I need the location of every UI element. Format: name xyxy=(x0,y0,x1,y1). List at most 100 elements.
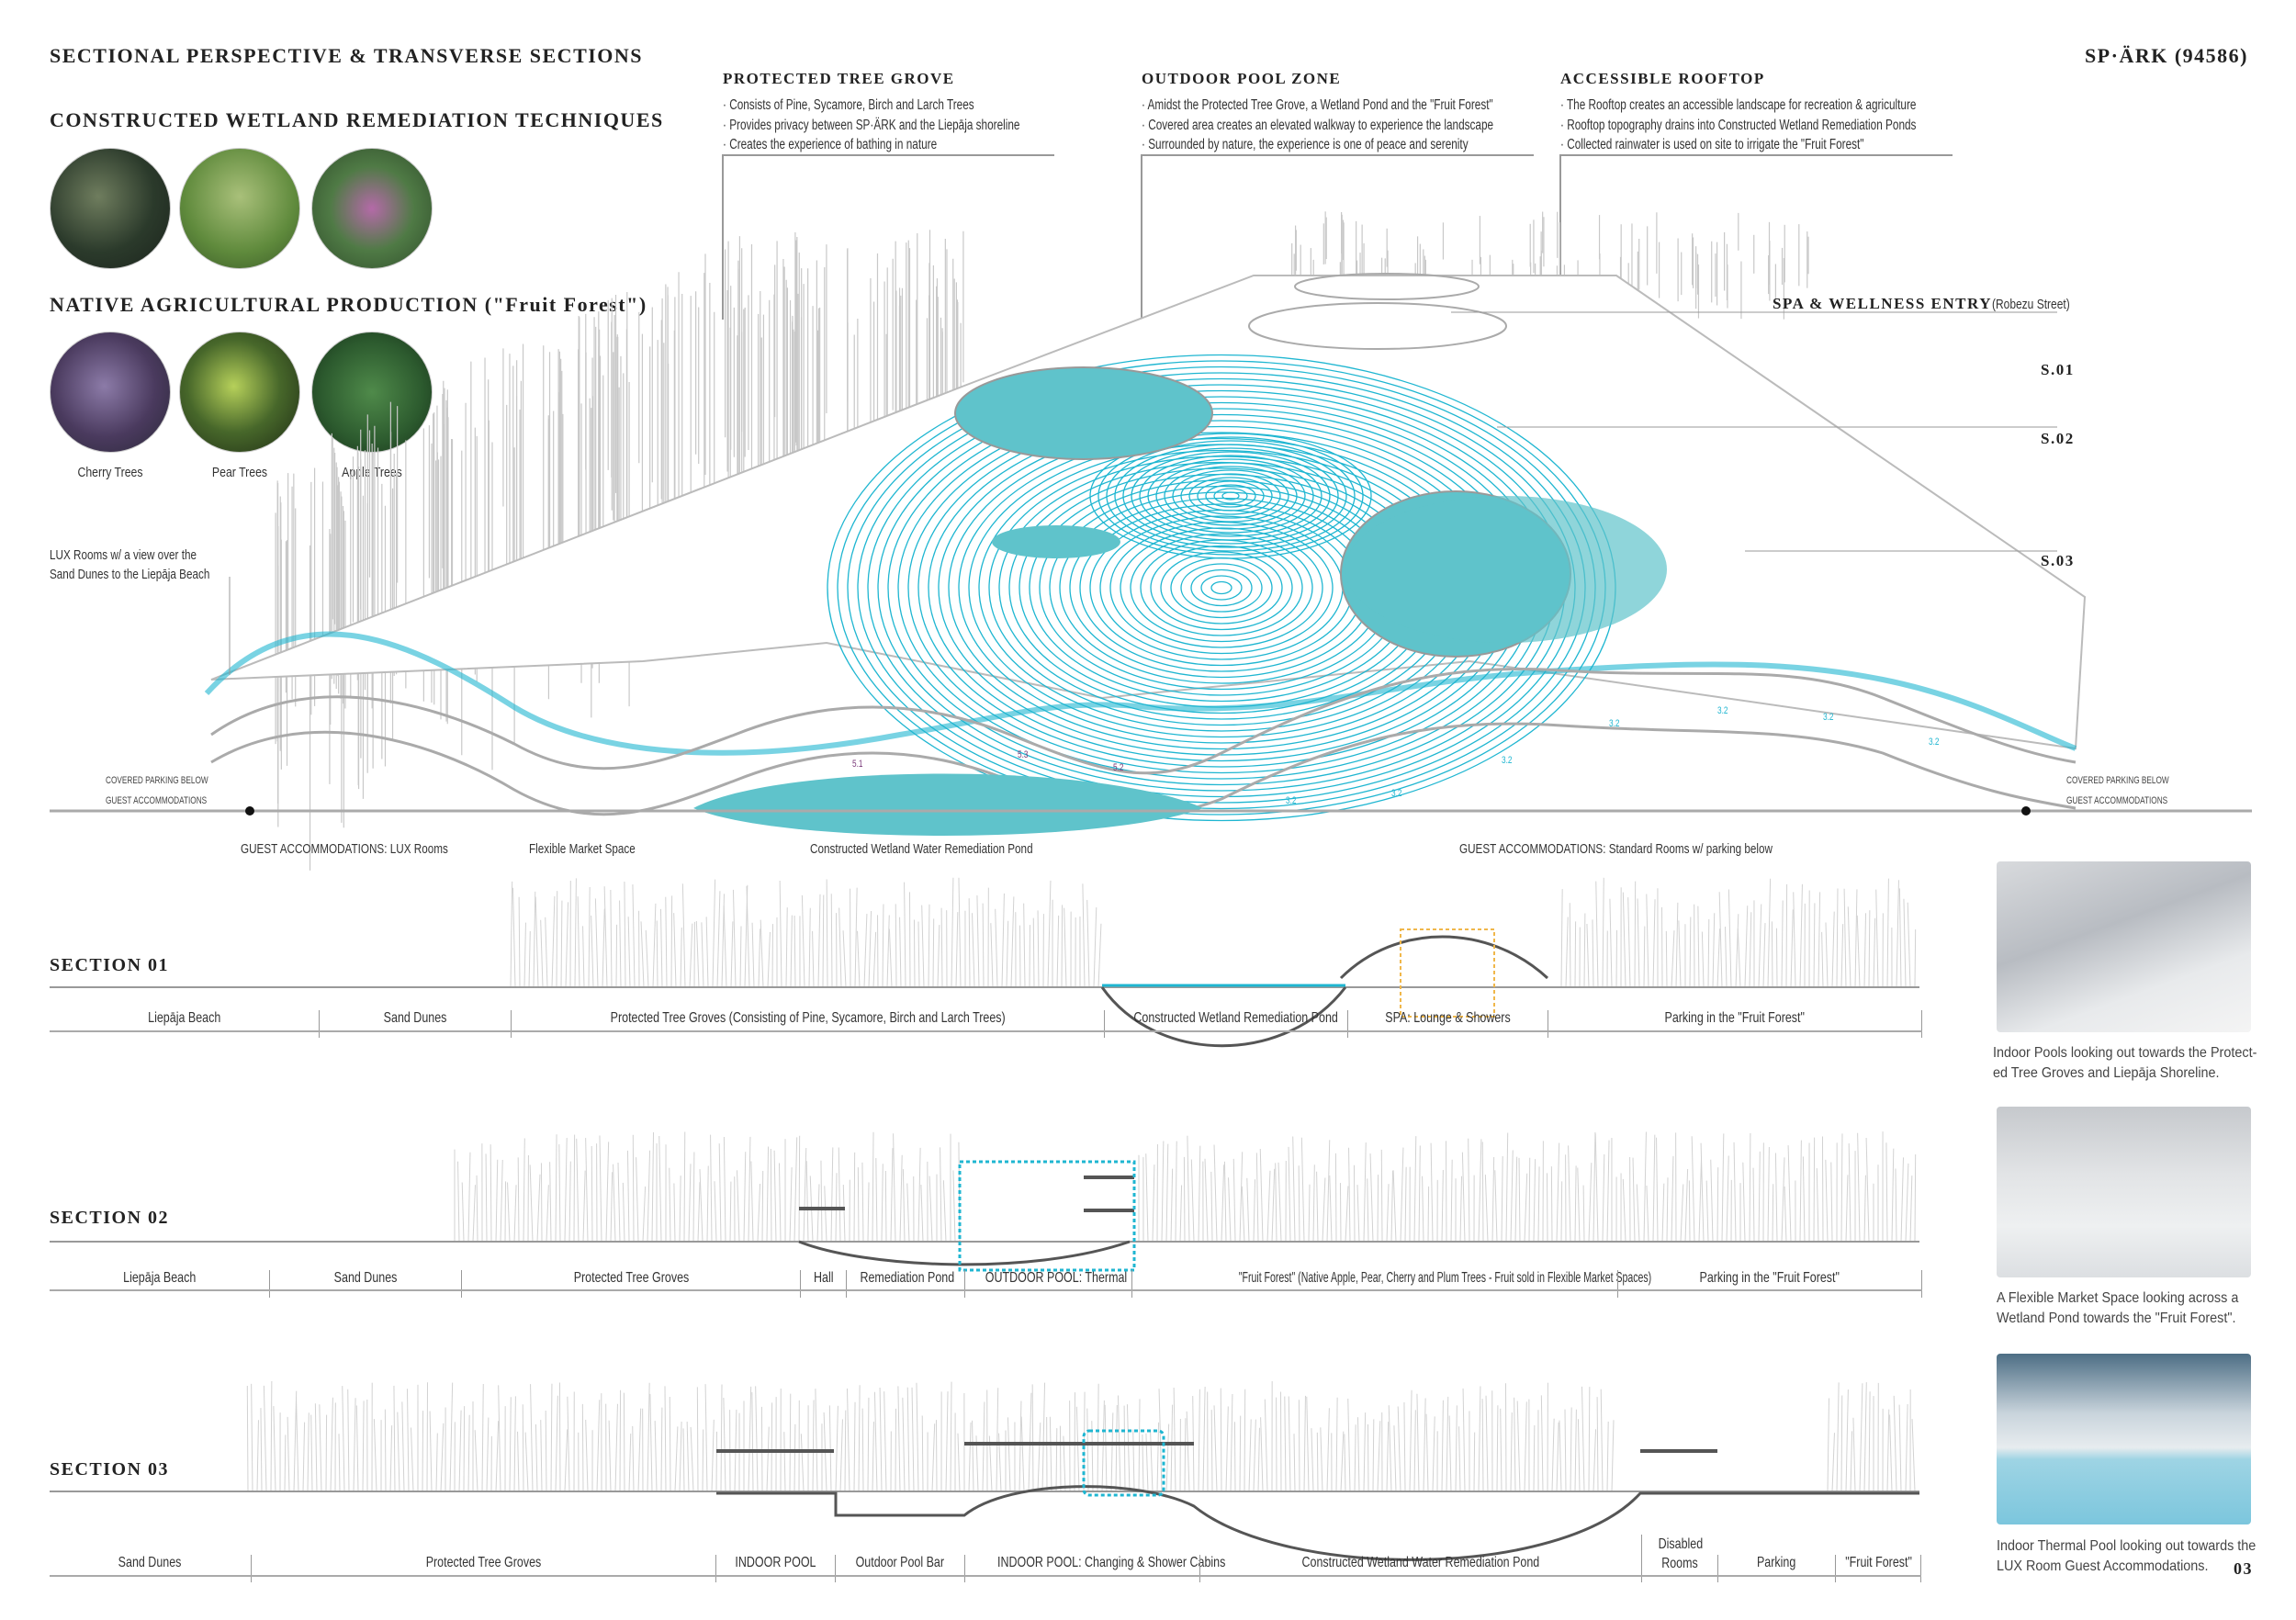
bullet: · Covered area creates an elevated walkw… xyxy=(1142,117,1494,133)
section-tree xyxy=(622,1182,625,1243)
section-tree xyxy=(958,877,962,988)
section-tree xyxy=(1059,1425,1062,1492)
section-tree xyxy=(1241,1186,1245,1243)
section-tree xyxy=(908,892,911,988)
section-tree xyxy=(1900,1157,1905,1243)
section-tree xyxy=(1485,1395,1489,1492)
contour-line xyxy=(1190,568,1253,607)
section-tree xyxy=(513,1396,516,1492)
label-market-space: Flexible Market Space xyxy=(529,841,636,857)
section-tree xyxy=(1689,917,1692,988)
section-tree xyxy=(591,915,594,988)
section-tree xyxy=(1221,1164,1225,1243)
section-tree xyxy=(338,1434,341,1492)
section-tree xyxy=(1298,1400,1300,1492)
section-tree xyxy=(842,1184,846,1243)
section-tree xyxy=(1574,1409,1577,1492)
section-tree xyxy=(1293,1434,1296,1492)
section-title: SECTION 01 xyxy=(50,955,170,975)
section-tree xyxy=(411,1427,414,1492)
section-tree xyxy=(461,1182,465,1243)
contour-line xyxy=(1114,444,1347,548)
s01-spa-roof xyxy=(1339,935,1549,980)
section-tree xyxy=(555,1134,557,1243)
section-tree xyxy=(1441,1169,1444,1243)
section-tree xyxy=(555,1395,558,1492)
zone: SPA: Lounge & Showers xyxy=(1347,1010,1548,1038)
section-tree xyxy=(705,917,709,988)
section-tree xyxy=(1413,1410,1416,1492)
note-line: Sand Dunes to the Liepāja Beach xyxy=(50,567,210,582)
section-tree xyxy=(808,907,811,988)
section-tree xyxy=(1416,1393,1420,1492)
section-tree xyxy=(295,1397,299,1492)
section-tree xyxy=(1680,1184,1684,1243)
section-tree xyxy=(1010,896,1015,988)
section-tree xyxy=(263,1385,267,1492)
section-tree xyxy=(449,1382,454,1492)
lux-note: LUX Rooms w/ a view over the Sand Dunes … xyxy=(50,546,209,584)
section-tree xyxy=(1671,1155,1674,1243)
section-tree xyxy=(540,1163,543,1243)
section-tree xyxy=(1830,1162,1833,1243)
section-tree xyxy=(1793,892,1796,988)
zone: INDOOR POOL: Changing & Shower Cabins xyxy=(964,1555,1225,1582)
section-tree xyxy=(1528,1157,1531,1243)
section-tree xyxy=(558,1143,561,1243)
section-tree xyxy=(838,907,842,988)
section-tree xyxy=(697,1182,701,1243)
section-tree xyxy=(565,902,569,988)
section-tree xyxy=(1266,1170,1271,1243)
section-tree xyxy=(1848,1143,1851,1243)
zone: Sand Dunes xyxy=(269,1270,461,1298)
section-tree xyxy=(389,1425,393,1492)
section-tree xyxy=(1816,1168,1819,1243)
caption-line: ed Tree Groves and Liepāja Shoreline. xyxy=(1993,1065,2220,1081)
section-tree xyxy=(704,1384,708,1492)
section-tree xyxy=(1540,1395,1544,1492)
contour-line xyxy=(1180,473,1281,519)
section-tree xyxy=(495,1421,500,1492)
section-tree xyxy=(517,1431,520,1492)
section-tree xyxy=(951,877,954,988)
section-tree xyxy=(1857,1132,1861,1243)
section-tree xyxy=(1749,912,1752,988)
section-tree xyxy=(603,886,608,988)
section-tree xyxy=(636,1157,639,1243)
section-tree xyxy=(1725,927,1728,988)
s02-pond xyxy=(798,1240,1131,1266)
section-tree xyxy=(1602,1153,1605,1243)
section-tree xyxy=(1868,1391,1871,1492)
section-tree xyxy=(1369,1153,1374,1243)
section-tree xyxy=(890,1148,894,1243)
section-tree xyxy=(1031,1384,1034,1492)
contour-line xyxy=(1172,469,1289,523)
section-tree xyxy=(748,1136,751,1243)
section-tree xyxy=(1427,1186,1430,1243)
section-tree xyxy=(1481,1399,1484,1492)
section-tree xyxy=(1335,1397,1338,1492)
contour-line xyxy=(1130,533,1313,643)
section-tree xyxy=(467,1152,471,1243)
section-tree xyxy=(751,1391,754,1492)
section-tree xyxy=(730,921,734,988)
render-indoor-pools xyxy=(1997,861,2251,1032)
section-tree xyxy=(940,1147,942,1243)
section-tree xyxy=(1873,917,1876,988)
section-tree xyxy=(1430,1142,1434,1243)
section-tree xyxy=(1775,928,1778,988)
section-tree xyxy=(632,1425,635,1492)
section-tree xyxy=(1551,1418,1555,1492)
section-tree xyxy=(617,1162,621,1243)
section-tree xyxy=(362,1401,365,1492)
section-tree xyxy=(990,923,994,988)
section-tree xyxy=(812,930,815,988)
zone: Constructed Wetland Water Remediation Po… xyxy=(1199,1555,1641,1582)
section-tree xyxy=(1007,1417,1011,1492)
section-tree xyxy=(952,1170,956,1243)
section-tree xyxy=(793,1423,796,1492)
section-tree xyxy=(1836,1382,1840,1492)
zone: "Fruit Forest" (Native Apple, Pear, Cher… xyxy=(1131,1270,1651,1298)
section-tree xyxy=(581,1403,584,1492)
section-tree xyxy=(1606,1140,1610,1243)
